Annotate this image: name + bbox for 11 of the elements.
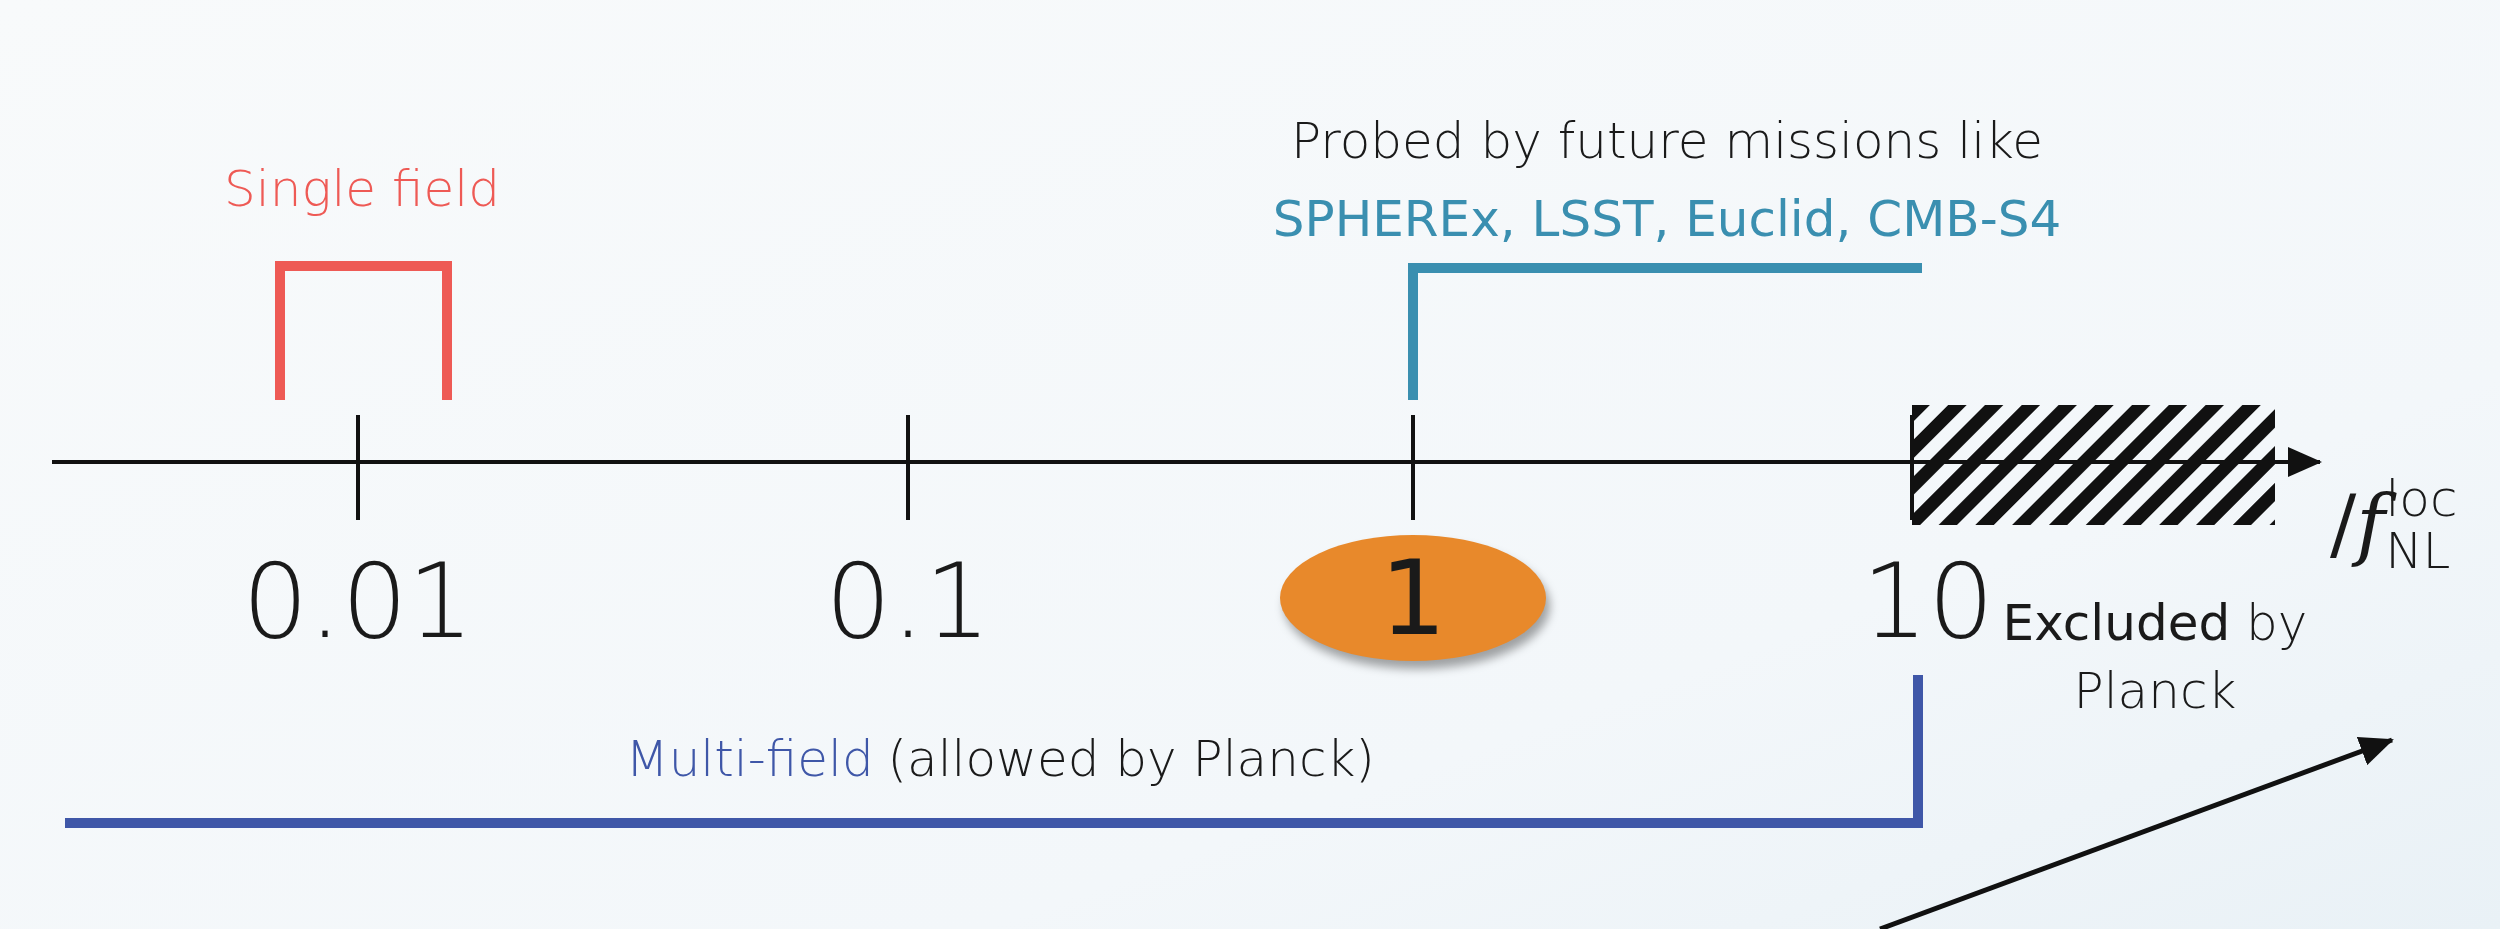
highlight-ellipse: 1 — [1280, 535, 1546, 661]
range-label: Single field — [224, 160, 500, 218]
annotation-text: (allowed by Planck) — [887, 730, 1375, 788]
tick-label: 0.01 — [242, 540, 474, 662]
tick-label: 0.1 — [825, 540, 991, 662]
hatched-region — [1912, 405, 2275, 525]
range-label: Multi-field — [625, 730, 874, 788]
annotation-text: Probed by future missions like — [1291, 112, 2043, 170]
mission-names: SPHEREx, LSST, Euclid, CMB-S4 — [1272, 190, 2062, 248]
tick-label: 10 — [1861, 540, 1995, 662]
annotation-text: Excluded by Planck — [2001, 593, 2309, 722]
